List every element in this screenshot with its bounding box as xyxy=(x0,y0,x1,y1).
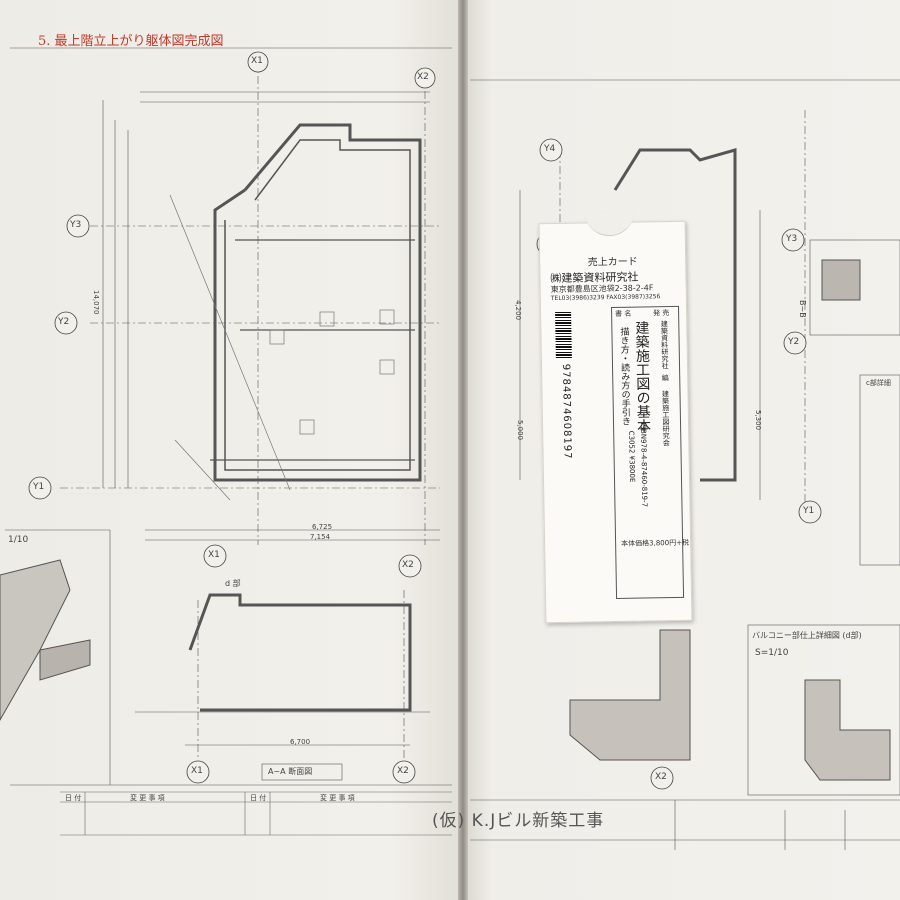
balcony-detail-title: バルコニー部仕上詳細図 (d部) xyxy=(752,631,862,640)
right-bubble-y3-r xyxy=(781,228,805,252)
card-book-title: 建築施工図の基本 xyxy=(633,320,652,433)
plan-diagonal-2 xyxy=(174,439,231,501)
right-grid-label-y2: Y2 xyxy=(788,337,800,347)
section-title: A~A 断面図 xyxy=(268,767,313,776)
b-b-label: B~B xyxy=(798,300,807,318)
dim-inner: 6,725 xyxy=(312,523,333,531)
grid-bubble-x1-bottom xyxy=(203,544,227,568)
card-seller: 建築資料研究社 xyxy=(660,320,670,370)
right-grid-label-y1-r: Y1 xyxy=(803,506,815,516)
plan-column-mark-2 xyxy=(319,311,335,327)
revision-date-header-2: 日 付 xyxy=(250,794,267,802)
card-header: 売上カード xyxy=(587,256,638,269)
grid-bubble-y3 xyxy=(66,214,90,238)
right-dim-3: 5,000 xyxy=(516,420,524,441)
right-grid-label-x2: X2 xyxy=(655,772,667,782)
c-detail-label: c部詳細 xyxy=(866,379,891,387)
card-isbn: ISBN978-4-87460-819-7 xyxy=(639,422,649,508)
grid-bubble-y1 xyxy=(28,476,52,500)
grid-label-x1-bottom: X1 xyxy=(208,550,220,560)
right-dim-1: 4,200 xyxy=(514,300,522,321)
right-grid-label-y3-r: Y3 xyxy=(786,234,798,244)
grid-bubble-y2 xyxy=(54,311,78,335)
c-detail-box xyxy=(859,374,900,566)
grid-label-y1: Y1 xyxy=(33,482,45,492)
card-label-publisher: 発 売 xyxy=(653,309,670,318)
section-outline xyxy=(188,593,412,712)
revision-item-header-2: 変 更 事 項 xyxy=(320,794,355,802)
plan-wall-outline xyxy=(213,123,422,482)
card-price: 本体価格3,800円+税 xyxy=(621,538,690,548)
right-bubble-y1-r xyxy=(798,500,822,524)
dim-overall: 7,154 xyxy=(310,533,331,541)
sales-card: 売上カード ㈱建築資料研究社 東京都豊島区池袋2-38-2-4F TEL03(3… xyxy=(538,210,693,624)
balcony-detail-box xyxy=(747,624,900,796)
section-title-box xyxy=(261,763,343,781)
title-block-project-name: (仮) K.Jビル新築工事 xyxy=(432,811,605,831)
right-bubble-y4 xyxy=(539,138,563,162)
plan-wall-inner xyxy=(224,139,411,471)
revision-item-header: 変 更 事 項 xyxy=(130,794,165,802)
card-label-title: 書 名 xyxy=(615,309,632,318)
card-label-edit: 編 xyxy=(661,374,670,382)
card-book-subtitle: 描き方・読み方の手引き xyxy=(618,326,631,426)
right-grid-label-y4: Y4 xyxy=(544,144,556,154)
left-detail-drawing xyxy=(0,529,111,785)
balcony-detail-scale: S=1/10 xyxy=(755,648,789,658)
card-barcode xyxy=(555,311,572,361)
grid-label-section-x1: X1 xyxy=(191,766,203,776)
grid-bubble-x2-top xyxy=(414,67,436,89)
right-detail-shapes xyxy=(569,259,891,781)
right-bubble-y2 xyxy=(783,331,807,355)
right-dim-2: 5,300 xyxy=(754,410,762,431)
dim-section-width: 6,700 xyxy=(290,738,311,746)
detail-label-d: d 部 xyxy=(225,579,241,588)
card-editor: 建築施工図研究会 xyxy=(661,390,671,447)
plan-column-mark-1 xyxy=(269,329,285,345)
plan-column-mark-4 xyxy=(299,419,315,435)
plan-column-mark-3 xyxy=(379,359,395,375)
grid-bubble-x1-top xyxy=(247,51,269,73)
card-notch xyxy=(584,210,635,237)
right-bubble-x2 xyxy=(650,766,674,790)
grid-label-x1-top: X1 xyxy=(251,56,263,66)
grid-bubble-section-x2 xyxy=(392,760,416,784)
book-gutter xyxy=(458,0,468,900)
grid-label-y3: Y3 xyxy=(70,220,82,230)
b-b-detail-box xyxy=(809,239,900,336)
card-barcode-number: 9784874608197 xyxy=(559,363,573,460)
grid-label-section-x2: X2 xyxy=(397,766,409,776)
grid-label-y2: Y2 xyxy=(58,317,70,327)
grid-label-x2-bottom: X2 xyxy=(402,560,414,570)
card-code: C3052 ¥3800E xyxy=(627,430,637,483)
right-section-wall xyxy=(613,148,737,482)
revision-date-header: 日 付 xyxy=(65,794,82,802)
grid-bubble-section-x1 xyxy=(186,760,210,784)
card-tel: TEL03(3986)3239 FAX03(3987)3256 xyxy=(550,293,661,303)
grid-bubble-x2-bottom xyxy=(398,554,422,578)
scale-label: 1/10 xyxy=(8,535,29,545)
grid-label-x2-top: X2 xyxy=(417,72,429,82)
dim-vert-total: 14,070 xyxy=(92,290,100,315)
plan-column-mark-5 xyxy=(379,309,395,325)
chapter-heading: 5. 最上階立上がり躯体図完成図 xyxy=(38,34,224,49)
plan-diagonal-1 xyxy=(169,194,291,491)
